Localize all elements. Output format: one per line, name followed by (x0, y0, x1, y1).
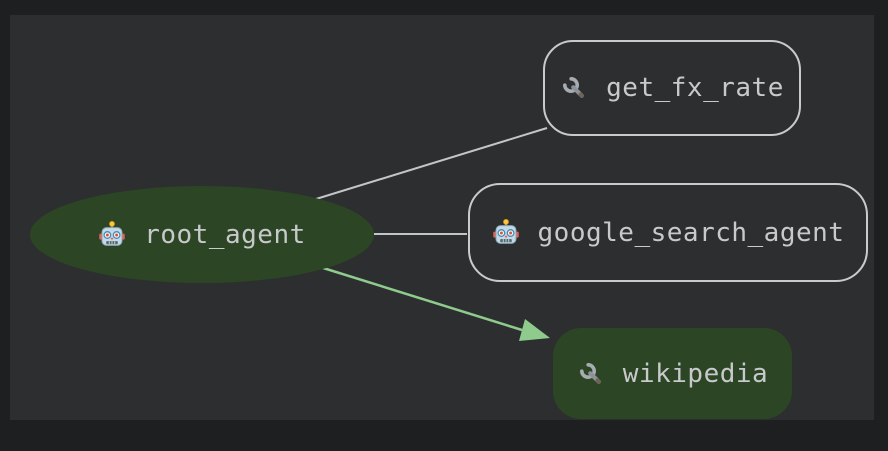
edge-root-to-wikipedia-arrowhead (519, 319, 550, 341)
node-label-get-fx-rate: get_fx_rate (606, 73, 784, 103)
node-label-wikipedia: wikipedia (622, 358, 769, 389)
node-label-google-search-agent: google_search_agent (537, 217, 845, 248)
node-label-root-agent: root_agent (144, 219, 306, 250)
node-wikipedia[interactable]: wikipedia (553, 328, 792, 419)
node-get-fx-rate[interactable]: get_fx_rate (543, 40, 801, 136)
wrench-icon (560, 74, 588, 102)
node-google-search-agent[interactable]: google_search_agent (468, 183, 868, 282)
agent-graph-canvas[interactable]: root_agent get_fx_rate (10, 15, 874, 420)
robot-icon (492, 218, 520, 247)
robot-icon (98, 220, 126, 249)
wrench-icon (577, 360, 605, 388)
node-root-agent[interactable]: root_agent (30, 186, 374, 283)
